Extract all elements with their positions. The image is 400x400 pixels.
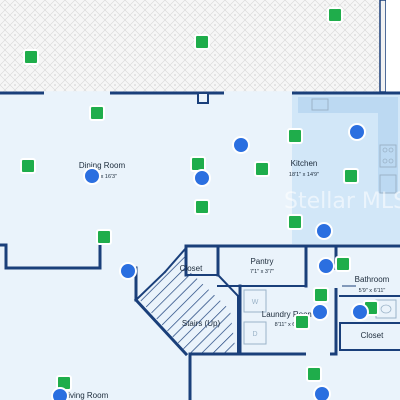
laundry-room-dims: 8'11" x 6'2" [275, 322, 302, 328]
right-margin [386, 0, 400, 92]
photo-marker-icon[interactable] [96, 229, 112, 245]
burner-icon [388, 158, 394, 164]
kitchen-counter-top [298, 97, 398, 113]
patio-area [0, 0, 386, 92]
pantry-dims: 7'1" x 3'7" [250, 269, 274, 275]
panorama-marker-icon[interactable] [317, 257, 335, 275]
panorama-marker-icon[interactable] [232, 136, 250, 154]
photo-marker-icon[interactable] [294, 314, 310, 330]
bathroom-dims: 5'9" x 6'11" [359, 288, 386, 294]
door-openings [44, 91, 338, 356]
photo-marker-icon[interactable] [89, 105, 105, 121]
pantry-name: Pantry [250, 257, 273, 266]
sink-basin-icon [380, 304, 392, 314]
fridge-icon [379, 174, 397, 194]
panorama-marker-icon[interactable] [119, 262, 137, 280]
washer-label: W [252, 299, 259, 306]
panorama-marker-icon[interactable] [348, 123, 366, 141]
watermark: Stellar MLS [284, 189, 400, 214]
photo-marker-icon[interactable] [313, 287, 329, 303]
photo-marker-icon[interactable] [287, 128, 303, 144]
panorama-marker-icon[interactable] [313, 385, 331, 400]
stairs-area [140, 248, 236, 354]
photo-marker-icon[interactable] [23, 49, 39, 65]
photo-marker-icon[interactable] [343, 168, 359, 184]
walls [0, 91, 400, 400]
bathroom-name: Bathroom [355, 275, 390, 284]
panorama-marker-icon[interactable] [51, 387, 69, 400]
photo-marker-icon[interactable] [335, 256, 351, 272]
kitchen-name: Kitchen [291, 159, 318, 168]
washer-box [243, 289, 267, 313]
kitchen-counter-right [378, 113, 398, 193]
burner-icon [382, 147, 388, 153]
dryer-box [243, 321, 267, 345]
panorama-marker-icon[interactable] [351, 303, 369, 321]
panorama-marker-icon[interactable] [311, 303, 329, 321]
kitchen-dims: 18'1" x 14'9" [289, 172, 319, 178]
living-room-name: Living Room [64, 391, 109, 400]
burner-icon [382, 158, 388, 164]
photo-marker-icon[interactable] [190, 156, 206, 172]
stove-icon [379, 144, 397, 168]
dining-room-name: Dining Room [79, 161, 126, 170]
photo-marker-icon[interactable] [194, 34, 210, 50]
photo-marker-icon[interactable] [327, 7, 343, 23]
laundry-room-name: Laundry Room [262, 310, 315, 319]
photo-marker-icon[interactable] [254, 161, 270, 177]
panorama-marker-icon[interactable] [315, 222, 333, 240]
photo-marker-icon[interactable] [287, 214, 303, 230]
photo-marker-icon[interactable] [20, 158, 36, 174]
closet-right-name: Closet [361, 331, 384, 340]
camera-markers [20, 7, 379, 400]
closet-left-name: Closet [180, 264, 203, 273]
dining-room-dims: 13'1" x 16'3" [87, 174, 117, 180]
patio-edge [379, 0, 387, 93]
burner-icon [388, 147, 394, 153]
panorama-marker-icon[interactable] [193, 169, 211, 187]
sink-icon [311, 98, 329, 111]
dryer-label: D [252, 331, 257, 338]
stairs-name: Stairs (Up) [182, 319, 221, 328]
photo-marker-icon[interactable] [194, 199, 210, 215]
photo-marker-icon[interactable] [306, 366, 322, 382]
panorama-marker-icon[interactable] [83, 167, 101, 185]
